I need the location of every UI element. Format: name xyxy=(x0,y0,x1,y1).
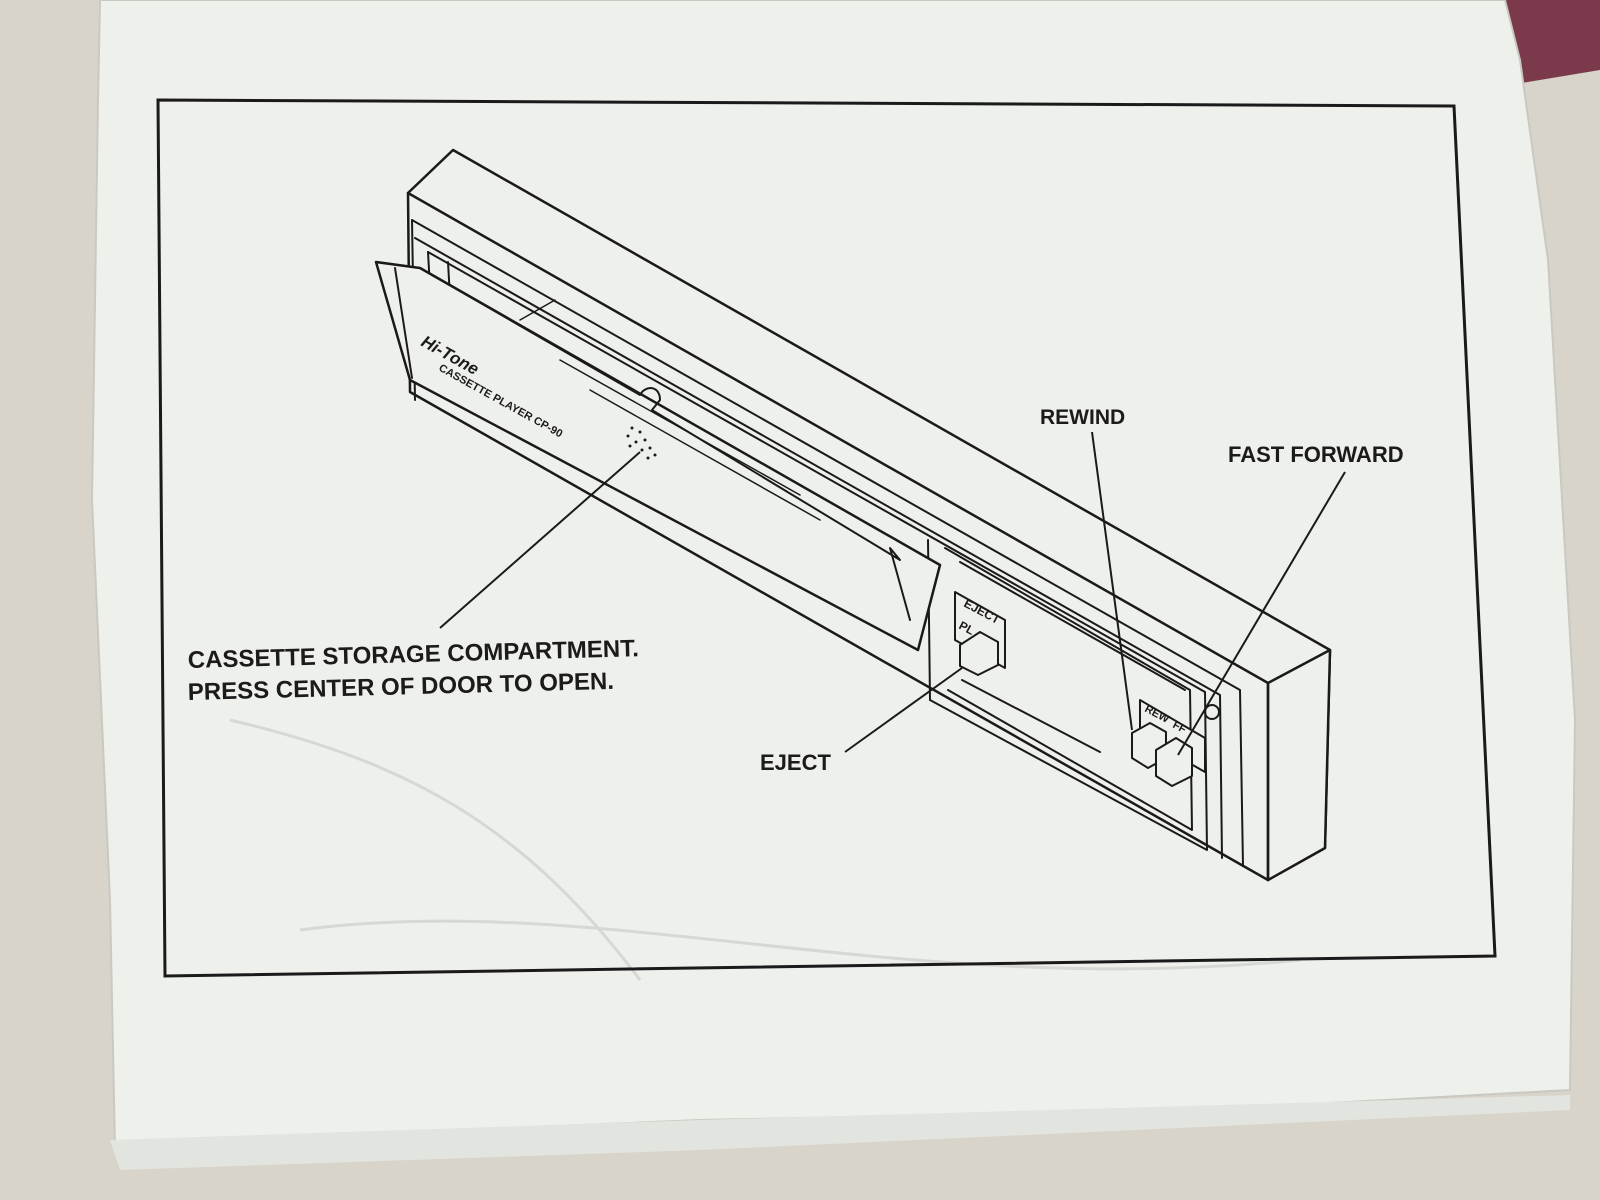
maroon-corner xyxy=(1500,0,1600,85)
ff-button-label: FF xyxy=(1171,719,1189,736)
front-frame-line xyxy=(414,237,1223,859)
rewind-callout: REWIND xyxy=(1040,406,1125,429)
storage-door-top xyxy=(419,267,911,621)
fast-forward-button xyxy=(1155,737,1193,787)
device-end-face xyxy=(1266,648,1332,882)
paper-crease xyxy=(299,919,1301,971)
eject-callout: EJECT xyxy=(760,750,831,775)
storage-door-edge xyxy=(394,267,413,379)
fast-forward-leader-line xyxy=(1177,471,1346,756)
fast-forward-callout: FAST FORWARD xyxy=(1228,442,1404,467)
storage-door xyxy=(374,260,942,652)
control-recess-inner xyxy=(959,561,1186,691)
eject-leader-line xyxy=(844,667,963,753)
front-frame-line xyxy=(411,219,1244,867)
control-recess-lower xyxy=(961,679,1101,753)
press-point-dots xyxy=(626,426,657,460)
device-top-edge xyxy=(406,191,1270,882)
door-groove xyxy=(519,299,556,321)
rewind-leader-line xyxy=(1091,431,1133,731)
cassette-player-illustration: Hi-Tone CASSETTE PLAYER CP-90 EJECT PL R… xyxy=(374,148,1332,882)
paper-crease xyxy=(229,718,642,981)
storage-leader-line xyxy=(439,451,641,629)
door-groove xyxy=(589,389,821,521)
diagram-border xyxy=(156,98,1497,978)
play-button-label: PL xyxy=(957,618,977,638)
indicator-light xyxy=(1204,704,1220,720)
door-groove xyxy=(559,359,801,496)
paper-underlayer xyxy=(110,1095,1570,1170)
eject-button xyxy=(959,631,999,676)
